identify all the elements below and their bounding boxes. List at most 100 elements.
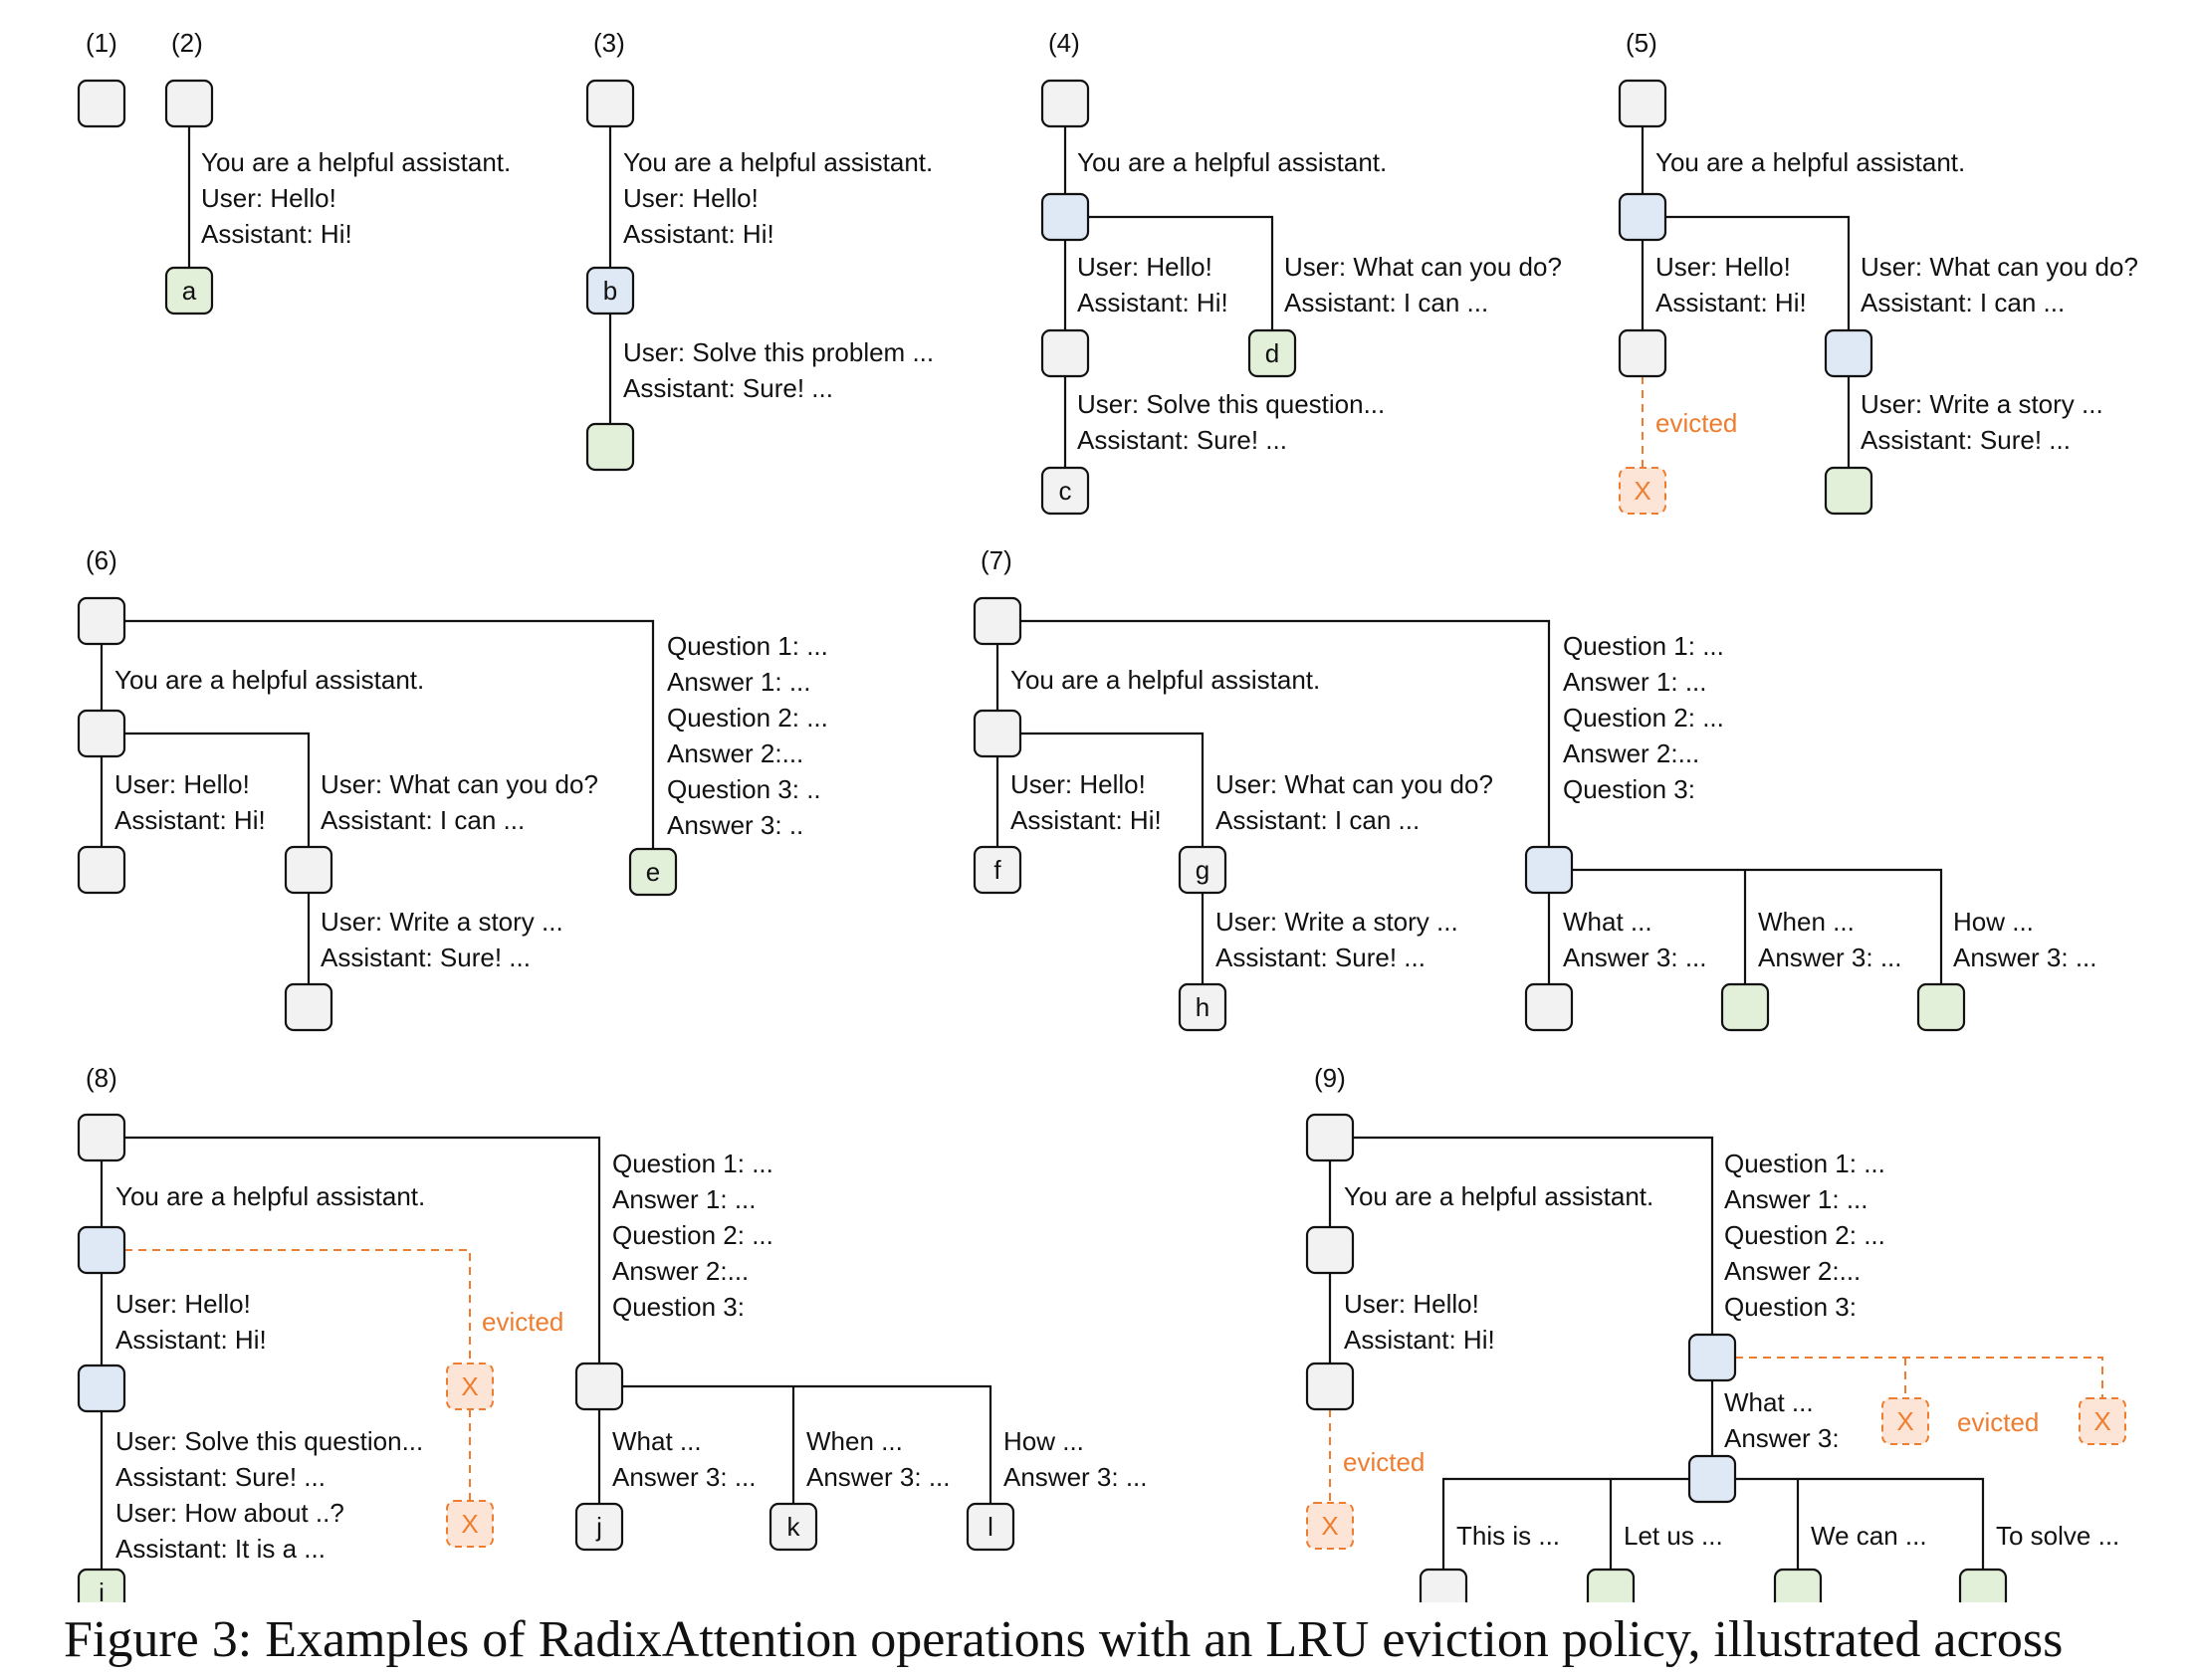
tree-node	[77, 1225, 126, 1275]
edge-text: Question 3: ..	[667, 774, 821, 804]
tree-node	[1586, 1568, 1636, 1602]
edge-text: User: Hello!	[1010, 769, 1146, 799]
tree-node	[1524, 982, 1574, 1032]
node-letter: j	[595, 1512, 602, 1542]
edge-text: Assistant: Hi!	[1344, 1325, 1495, 1355]
tree-node	[1618, 328, 1667, 378]
edge-text: Answer 3: ...	[806, 1462, 951, 1492]
root-node	[1040, 79, 1090, 128]
edge-text: Assistant: Hi!	[1655, 288, 1807, 317]
root-node	[77, 596, 126, 646]
tree-node	[973, 709, 1022, 758]
evicted-edge	[124, 1249, 471, 1364]
edge-text: Assistant: Hi!	[1010, 805, 1162, 835]
tree-node	[769, 1502, 818, 1552]
edge-text: Answer 3: ...	[1563, 943, 1707, 972]
tree-node	[585, 266, 635, 315]
node-letter: e	[646, 857, 660, 887]
edge-text: Question 3:	[1563, 774, 1695, 804]
edge-text: User: Solve this question...	[115, 1426, 423, 1456]
tree-node	[77, 1364, 126, 1413]
edge-text: Answer 2:...	[1724, 1256, 1861, 1286]
evicted-mark: X	[461, 1509, 478, 1539]
edge-text: Question 1: ...	[1724, 1149, 1885, 1178]
tree-node	[574, 1362, 624, 1411]
edge-text: When ...	[1758, 907, 1855, 937]
edge-text: User: Solve this problem ...	[623, 337, 934, 367]
edge-text: Assistant: Hi!	[114, 805, 266, 835]
tree-node	[1040, 328, 1090, 378]
tree-edge	[1065, 215, 1274, 353]
tree-node	[1178, 982, 1227, 1032]
edge-text: Question 2: ...	[612, 1220, 773, 1250]
root-node	[1618, 79, 1667, 128]
edge-text: Assistant: Sure! ...	[321, 943, 531, 972]
tree-node	[1524, 845, 1574, 895]
root-node	[77, 79, 126, 128]
edge-text: Assistant: Sure! ...	[115, 1462, 326, 1492]
edge-text: User: Write a story ...	[1861, 389, 2103, 419]
evicted-mark: X	[2093, 1406, 2110, 1436]
edge-text: We can ...	[1811, 1521, 1927, 1551]
edge-text: Answer 3: ...	[1953, 943, 2097, 972]
edge-text: Answer 1: ...	[612, 1184, 757, 1214]
tree-node	[1247, 328, 1297, 378]
edge-text: Assistant: I can ...	[1284, 288, 1488, 317]
edge-text: User: Hello!	[201, 183, 336, 213]
edge-text: Assistant: Hi!	[115, 1325, 267, 1355]
panel-label: (6)	[86, 545, 117, 575]
evicted-label: evicted	[1655, 408, 1737, 438]
edge-text: How ...	[1003, 1426, 1084, 1456]
root-node	[585, 79, 635, 128]
edge-text: User: Write a story ...	[1215, 907, 1458, 937]
tree-edge	[1549, 868, 1943, 1007]
edge-text: You are a helpful assistant.	[1010, 665, 1320, 695]
tree-node	[1824, 328, 1873, 378]
tree-node	[77, 845, 126, 895]
edge-text: User: How about ..?	[115, 1498, 344, 1528]
tree-edge	[599, 1384, 992, 1527]
evicted-label: evicted	[482, 1307, 563, 1337]
edge-text: User: What can you do?	[321, 769, 598, 799]
edge-text: Assistant: Hi!	[201, 219, 352, 249]
root-node	[973, 596, 1022, 646]
tree-node	[1305, 1225, 1355, 1275]
edge-text: User: What can you do?	[1861, 252, 2138, 282]
edge-text: Question 1: ...	[667, 631, 828, 661]
edge-text: Answer 1: ...	[667, 667, 811, 697]
evicted-node	[1881, 1397, 1929, 1445]
evicted-node	[1619, 467, 1666, 515]
tree-edge	[102, 732, 311, 1007]
node-letter: b	[603, 276, 617, 306]
edge-text: Question 2: ...	[1724, 1220, 1885, 1250]
root-node	[164, 79, 214, 128]
evicted-label: evicted	[1343, 1447, 1425, 1477]
edge-text: Assistant: Sure! ...	[1861, 425, 2071, 455]
edge-text: Assistant: Hi!	[623, 219, 774, 249]
edge-text: This is ...	[1456, 1521, 1560, 1551]
edge-text: You are a helpful assistant.	[1344, 1181, 1653, 1211]
root-node	[1305, 1113, 1355, 1162]
edge-text: What ...	[1563, 907, 1652, 937]
node-letter: k	[787, 1512, 801, 1542]
edge-text: You are a helpful assistant.	[114, 665, 424, 695]
edge-text: Answer 2:...	[667, 738, 803, 768]
evicted-label: evicted	[1957, 1407, 2039, 1437]
figure-caption: Figure 3: Examples of RadixAttention ope…	[64, 1611, 2064, 1668]
edge-text: To solve ...	[1996, 1521, 2119, 1551]
panel-label: (5)	[1626, 28, 1657, 58]
edge-text: You are a helpful assistant.	[115, 1181, 425, 1211]
edge-text: You are a helpful assistant.	[623, 147, 933, 177]
edge-text: Answer 3: ...	[1758, 943, 1902, 972]
evicted-mark: X	[1634, 476, 1650, 506]
edge-text: You are a helpful assistant.	[201, 147, 511, 177]
panel-label: (4)	[1048, 28, 1080, 58]
tree-node	[1040, 466, 1090, 516]
tree-edge	[1441, 1477, 1712, 1592]
